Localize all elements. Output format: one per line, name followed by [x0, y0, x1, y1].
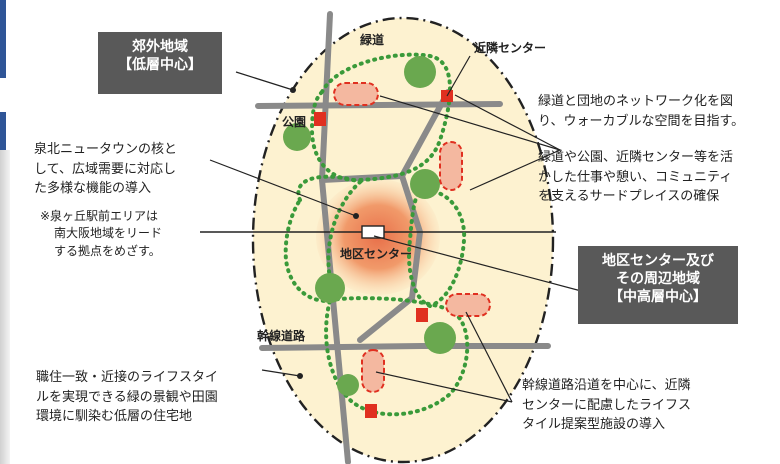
tree-left	[315, 273, 345, 303]
park-tree	[283, 123, 311, 151]
dot-suburban	[290, 87, 296, 93]
leader-neighborhood-center	[446, 55, 471, 97]
roadside-facility-zones	[333, 82, 491, 393]
note-izumigaoka-line-1: ※泉ヶ丘駅前エリアは	[40, 209, 159, 223]
facility-zone-bottom	[361, 349, 385, 393]
note-core-line-1: 泉北ニュータウンの核と	[34, 142, 178, 157]
leader-roadside-a	[375, 371, 513, 403]
district-area-subtitle: 【中高層中心】	[609, 289, 707, 306]
left-accent-bar-top	[0, 0, 6, 78]
leader-district-box	[373, 235, 586, 293]
road-right-spur	[399, 89, 451, 179]
label-trunk-road: 幹線道路	[257, 328, 306, 343]
center-marker-left	[314, 112, 326, 126]
note-third-place-line-2: かした仕事や憩い、コミュニティ	[538, 169, 733, 185]
note-izumigaoka: ※泉ヶ丘駅前エリアは 南大阪地域をリード する拠点をめざす。	[40, 208, 162, 260]
label-park: 公園	[282, 115, 306, 129]
facility-zone-top	[333, 82, 379, 106]
leader-lifestyle	[261, 369, 301, 377]
note-roadside-line-2: センターに配慮したライフス	[522, 397, 692, 413]
greenway-top-loop	[309, 52, 452, 183]
left-accent-bar-mid	[0, 112, 6, 150]
note-roadside: 幹線道路沿道を中心に、近隣 センターに配慮したライフス タイル提案型施設の導入	[522, 376, 691, 435]
left-slide-edge	[0, 150, 10, 464]
center-marker-bottom	[365, 404, 377, 418]
district-center-marker	[361, 225, 385, 239]
tree-right	[410, 169, 440, 199]
note-core-line-2: して、広域需要に対応し	[34, 161, 176, 177]
note-izumigaoka-line-3: する拠点をめざす。	[54, 243, 161, 258]
facility-zone-lower-right	[445, 293, 491, 317]
tree-top	[404, 56, 436, 88]
note-roadside-line-1: 幹線道路沿道を中心に、近隣	[522, 378, 691, 393]
note-network-line-1: 緑道と団地のネットワーク化を図	[538, 94, 734, 109]
leader-dots	[290, 87, 359, 379]
leader-lines	[209, 55, 586, 403]
label-district-center: 地区センター	[340, 246, 412, 261]
label-neighborhood-center: 近隣センター	[474, 40, 546, 55]
dot-core	[353, 213, 359, 219]
note-third-place: 緑道や公園、近隣センター等を活 かした仕事や憩い、コミュニティ を支えるサードプ…	[538, 148, 733, 207]
note-third-place-line-1: 緑道や公園、近隣センター等を活	[538, 150, 734, 165]
note-network-line-2: り、ウォーカブルな空間を目指す。	[538, 113, 745, 129]
neighborhood-center-markers	[314, 90, 453, 418]
note-roadside-line-3: タイル提案型施設の導入	[522, 417, 666, 432]
note-third-place-line-3: を支えるサードプレイスの確保	[538, 189, 720, 204]
leader-suburban	[235, 71, 294, 91]
note-core-line-3: た多様な機能の導入	[34, 181, 152, 196]
dot-lifestyle	[297, 373, 303, 379]
greenway-right-loop	[407, 187, 467, 309]
trees	[283, 56, 456, 396]
greenway-left-loop	[283, 174, 364, 303]
district-area-box: 地区センター及び その周辺地域 【中高層中心】	[578, 246, 738, 324]
district-area-line2: その周辺地域	[616, 271, 700, 288]
suburban-area-box: 郊外地域 【低層中心】	[98, 32, 222, 94]
note-lifestyle: 職住一致・近接のライフスタイ ルを実現できる緑の景観や田園 環境に馴染む低層の住…	[36, 368, 218, 427]
suburban-area-title: 郊外地域	[132, 39, 188, 55]
facility-zone-right	[439, 141, 463, 191]
district-area-line1: 地区センター及び	[602, 253, 714, 269]
suburban-area-subtitle: 【低層中心】	[118, 57, 202, 74]
label-greenway: 緑道	[360, 32, 384, 47]
note-lifestyle-line-3: 環境に馴染む低層の住宅地	[36, 409, 193, 424]
leader-network-b	[454, 94, 561, 151]
note-lifestyle-line-1: 職住一致・近接のライフスタイ	[36, 370, 219, 385]
road-network	[255, 11, 551, 464]
tree-lower-right	[424, 322, 456, 354]
tree-bottom	[337, 374, 359, 396]
greenway-loops	[283, 52, 470, 417]
leader-roadside-b	[465, 311, 513, 403]
center-marker-right	[416, 308, 428, 322]
note-izumigaoka-line-2: 南大阪地域をリード	[54, 226, 163, 241]
note-core-function: 泉北ニュータウンの核と して、広域需要に対応し た多様な機能の導入	[34, 140, 177, 199]
road-horizontal-top	[255, 101, 503, 109]
note-network: 緑道と団地のネットワーク化を図 り、ウォーカブルな空間を目指す。	[538, 92, 744, 131]
road-trunk-lower	[259, 343, 551, 351]
greenway-lower-loop	[324, 296, 470, 417]
note-lifestyle-line-2: ルを実現できる緑の景観や田園	[36, 389, 218, 405]
leader-core	[209, 159, 357, 217]
